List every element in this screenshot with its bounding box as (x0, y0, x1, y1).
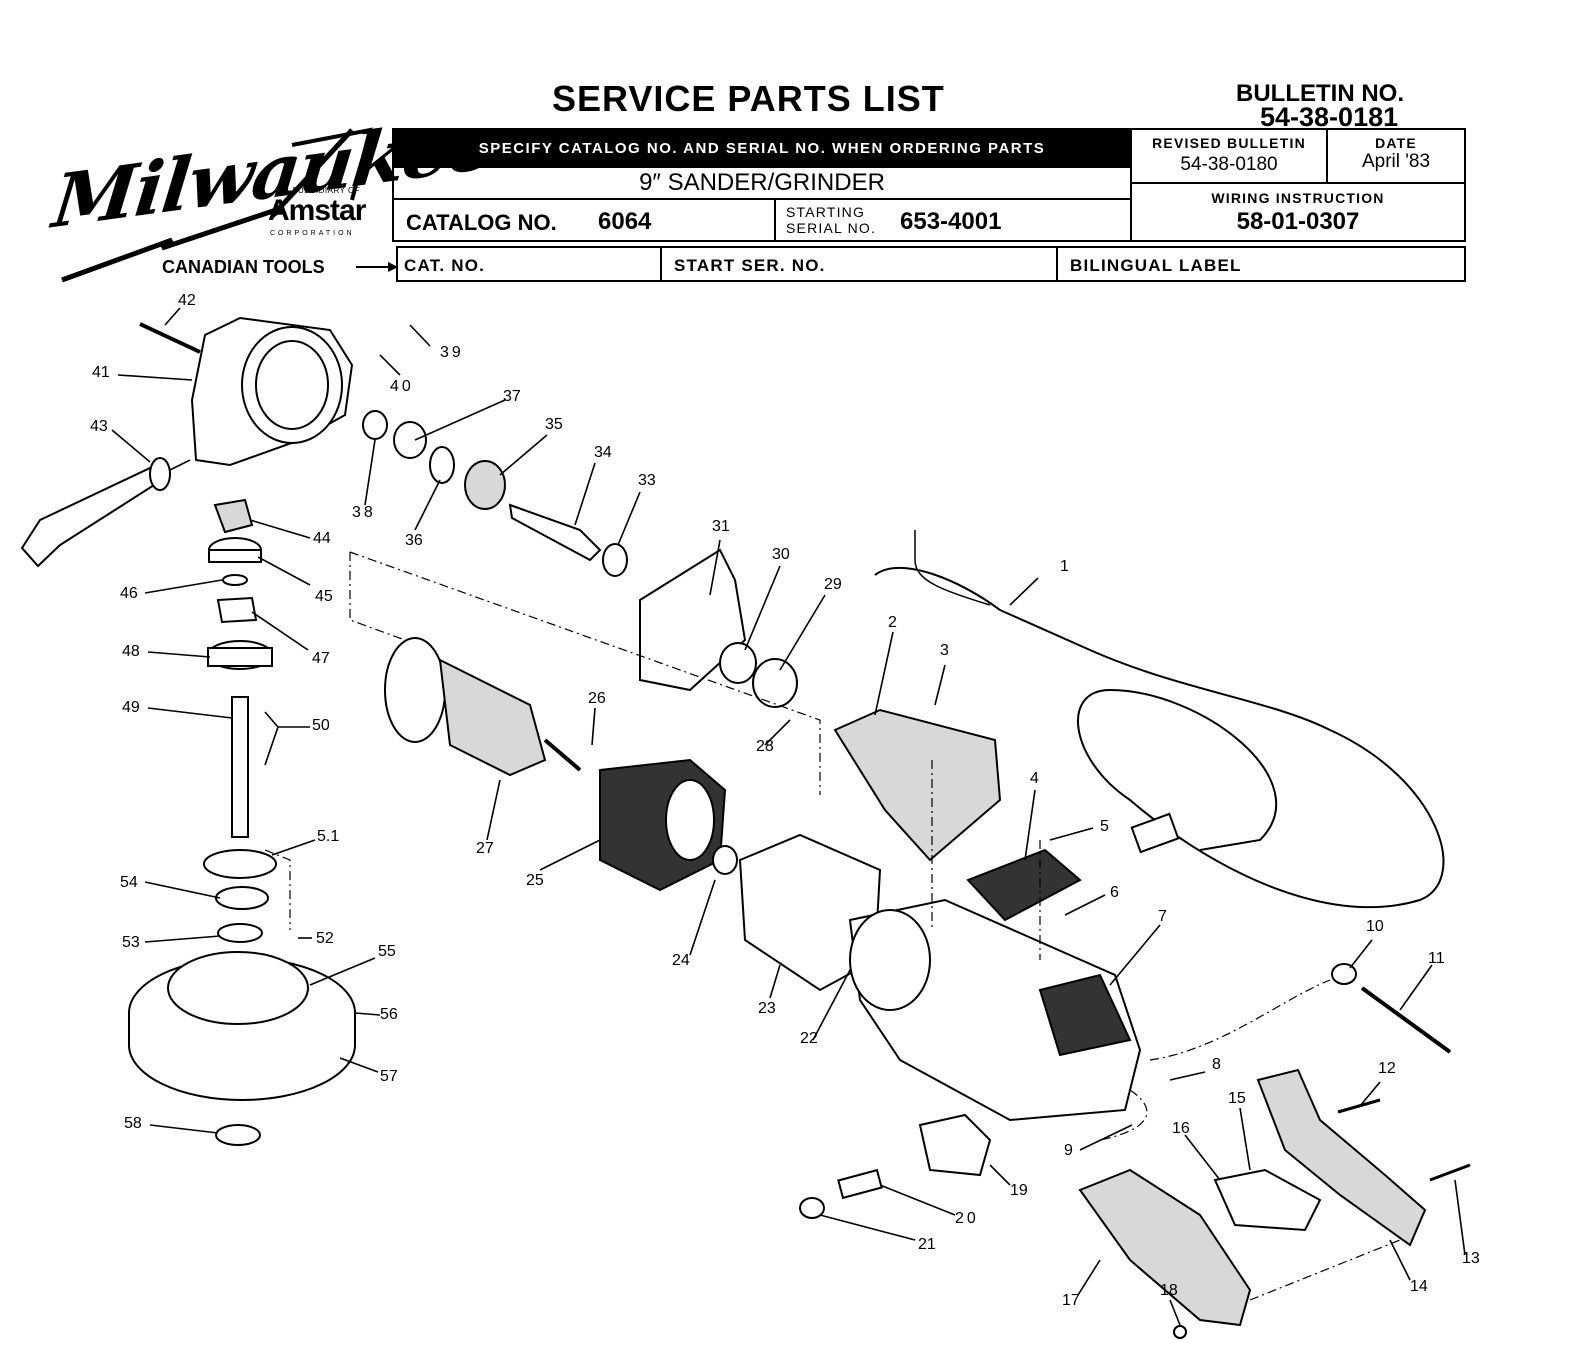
page-title: SERVICE PARTS LIST (552, 78, 945, 119)
wiring-number: 58-01-0307 (1236, 208, 1360, 235)
bulletin-number: 54-38-0181 (1260, 102, 1399, 132)
callout-4: 4 (1030, 770, 1039, 787)
callout-5-1: 5.1 (317, 828, 340, 845)
serial-number: 653-4001 (900, 208, 1002, 235)
callout-55: 55 (378, 943, 396, 960)
callout-39: 39 (440, 344, 464, 361)
callout-24: 24 (672, 952, 690, 969)
subsidiary-text: A SUBSIDIARY OF (284, 186, 361, 195)
callout-58: 58 (124, 1115, 142, 1132)
lightning-bolt-icon (61, 127, 373, 283)
date-value: April '83 (1361, 151, 1431, 172)
callout-2: 2 (888, 614, 897, 631)
callout-50: 50 (312, 717, 330, 734)
callout-14: 14 (1410, 1278, 1428, 1295)
callout-44: 44 (313, 530, 331, 547)
callout-36: 36 (405, 532, 423, 549)
callout-18: 18 (1160, 1282, 1178, 1299)
catalog-number: 6064 (598, 208, 652, 235)
callout-27: 27 (476, 840, 494, 857)
callout-20: 20 (955, 1210, 979, 1227)
callout-29: 29 (824, 576, 842, 593)
callout-16: 16 (1172, 1120, 1190, 1137)
callout-33: 33 (638, 472, 656, 489)
callout-25: 25 (526, 872, 544, 889)
divider (1056, 248, 1058, 280)
revised-label: REVISED BULLETIN (1152, 135, 1306, 151)
callout-40: 40 (390, 378, 414, 395)
date-label: DATE (1375, 135, 1417, 151)
date-cell: DATE April '83 (1326, 130, 1464, 184)
callout-17: 17 (1062, 1292, 1080, 1309)
bulletin-label: BULLETIN NO. (1236, 80, 1404, 107)
catalog-label: CATALOG NO. (406, 210, 557, 235)
product-name: 9″ SANDER/GRINDER (639, 169, 885, 196)
callout-52: 52 (316, 930, 334, 947)
canadian-table: CAT. NO. START SER. NO. BILINGUAL LABEL (396, 246, 1466, 282)
callout-5: 5 (1100, 818, 1109, 835)
callout-48: 48 (122, 643, 140, 660)
callout-26: 26 (588, 690, 606, 707)
callout-30: 30 (772, 546, 790, 563)
callout-7: 7 (1158, 908, 1167, 925)
callout-53: 53 (122, 934, 140, 951)
serial-label: SERIAL NO. (786, 220, 877, 236)
callout-8: 8 (1212, 1056, 1221, 1073)
wiring-label: WIRING INSTRUCTION (1211, 190, 1385, 206)
callout-46: 46 (120, 585, 138, 602)
revised-cell: REVISED BULLETIN 54-38-0180 (1130, 130, 1326, 184)
callout-15: 15 (1228, 1090, 1246, 1107)
product-cell: 9″ SANDER/GRINDER (394, 166, 1130, 200)
callout-31: 31 (712, 518, 730, 535)
callout-35: 35 (545, 416, 563, 433)
ordering-note: SPECIFY CATALOG NO. AND SERIAL NO. WHEN … (394, 130, 1130, 166)
callout-54: 54 (120, 874, 138, 891)
header-table: SPECIFY CATALOG NO. AND SERIAL NO. WHEN … (392, 128, 1466, 242)
canadian-label: CANADIAN TOOLS (162, 257, 325, 277)
bilingual-label: BILINGUAL LABEL (1070, 256, 1242, 275)
callout-19: 19 (1010, 1182, 1028, 1199)
brand-logo: Milwaukee A SUBSIDIARY OF Amstar CORPORA… (49, 90, 500, 290)
callout-10: 10 (1366, 918, 1384, 935)
callout-41: 41 (92, 364, 110, 381)
start-ser-label: START SER. NO. (674, 256, 826, 275)
callout-9: 9 (1064, 1142, 1073, 1159)
catalog-cell: CATALOG NO. 6064 (394, 200, 774, 240)
callout-12: 12 (1378, 1060, 1396, 1077)
callout-13: 13 (1462, 1250, 1480, 1267)
callout-21: 21 (918, 1236, 936, 1253)
callout-49: 49 (122, 699, 140, 716)
wiring-cell: WIRING INSTRUCTION 58-01-0307 (1130, 184, 1464, 240)
starting-label: STARTING (786, 204, 866, 220)
callout-11: 11 (1428, 950, 1445, 967)
cat-no-label: CAT. NO. (404, 256, 486, 275)
divider (660, 248, 662, 280)
callout-22: 22 (800, 1030, 818, 1047)
callout-56: 56 (380, 1006, 398, 1023)
callout-47: 47 (312, 650, 330, 667)
parent-suffix: CORPORATION (270, 230, 355, 237)
callout-23: 23 (758, 1000, 776, 1017)
callout-1: 1 (1060, 558, 1069, 575)
callout-57: 57 (380, 1068, 398, 1085)
callout-42: 42 (178, 292, 196, 309)
callout-37: 37 (503, 388, 521, 405)
callout-43: 43 (90, 418, 108, 435)
callout-6: 6 (1110, 884, 1119, 901)
serial-cell: STARTING SERIAL NO. 653-4001 (774, 200, 1130, 240)
callout-3: 3 (940, 642, 949, 659)
callout-28: 28 (756, 738, 774, 755)
side-handle (20, 466, 164, 568)
callout-38: 38 (352, 504, 376, 521)
revised-number: 54-38-0180 (1180, 154, 1278, 175)
callout-45: 45 (315, 588, 333, 605)
callout-34: 34 (594, 444, 612, 461)
parent-logo: Amstar (268, 194, 366, 227)
